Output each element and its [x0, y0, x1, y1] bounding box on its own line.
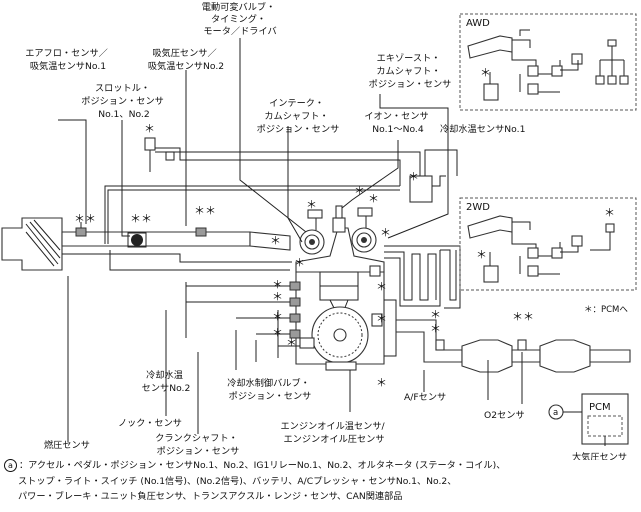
ion-star-b: ＊	[368, 192, 379, 205]
valve-star: ＊	[376, 376, 387, 389]
map-line-1: 吸気圧センサ／	[152, 47, 216, 59]
awd-inset: AWD	[459, 13, 637, 111]
vvt-star: ＊	[306, 198, 317, 211]
valve-line-1: 冷却水制御バルブ・	[227, 377, 310, 389]
coolant2-line-1: 冷却水温	[146, 369, 183, 381]
footnote-line-2: ストップ・ライト・スイッチ (No.1信号)、(No.2信号)、バッテリ、A/C…	[18, 475, 457, 487]
oil-star-1: ＊	[376, 280, 387, 293]
label-coolant-valve: 冷却水制御バルブ・ ポジション・センサ	[227, 377, 313, 402]
label-coolant-1: 冷却水温センサNo.1	[440, 123, 525, 135]
afm-star: ＊＊	[74, 212, 96, 225]
footnote: a：アクセル・ペダル・ポジション・センサNo.1、No.2、IG1リレーNo.1…	[4, 458, 636, 505]
throttle-line-2: ポジション・センサ	[81, 96, 164, 107]
crank-line-1: クランクシャフト・	[155, 433, 238, 444]
label-knock: ノック・センサ	[118, 418, 182, 429]
label-af: A/Fセンサ	[404, 392, 446, 403]
label-o2: O2センサ	[484, 410, 525, 421]
diagram-canvas: AWD ＊ 2WD ＊ ＊ ＊：PCMへ	[1, 1, 637, 463]
incam-line-1: インテーク・	[269, 98, 324, 109]
twowd-inset: 2WD	[459, 197, 637, 291]
label-exhaust-cam: エキゾースト・ カムシャフト・ ポジション・センサ	[369, 53, 452, 90]
oil-line-2: エンジンオイル圧センサ	[283, 434, 384, 445]
throttle-line-3: No.1、No.2	[98, 109, 149, 120]
hose-star: ＊	[144, 122, 155, 135]
pcm-circle-a: a	[553, 408, 558, 418]
coolant-sensor-1-part	[409, 149, 458, 203]
awd-star: ＊	[480, 66, 491, 79]
coolant-hoses	[384, 245, 461, 309]
throttle-line-1: スロットル・	[95, 83, 150, 94]
excam-line-2: カムシャフト・	[376, 66, 440, 77]
pcm-title: PCM	[589, 402, 611, 413]
pcm-box	[548, 393, 629, 446]
footnote-text-1: ：アクセル・ペダル・ポジション・センサNo.1、No.2、IG1リレーNo.1、…	[19, 460, 506, 471]
vvt-line-2: タイミング・	[211, 13, 266, 25]
twowd-title: 2WD	[466, 202, 490, 213]
map-sensor-part	[195, 227, 207, 237]
twowd-star: ＊	[476, 248, 487, 261]
block-star-6: ＊	[286, 336, 297, 349]
label-map: 吸気圧センサ／ 吸気温センサNo.2	[148, 47, 224, 72]
ion-line-2: No.1～No.4	[372, 124, 424, 135]
footnote-marker: a	[4, 459, 17, 472]
intake-cam-star: ＊	[270, 234, 281, 247]
coolant1-star: ＊	[408, 170, 419, 183]
label-afm: エアフロ・センサ／ 吸気温センサNo.1	[25, 48, 111, 72]
throttle-body	[127, 232, 147, 248]
oil-line-1: エンジンオイル温センサ/	[280, 421, 385, 432]
exhaust-cam-star: ＊	[380, 226, 391, 239]
cylinder-head	[295, 205, 385, 273]
label-throttle: スロットル・ ポジション・センサ No.1、No.2	[81, 83, 167, 120]
vvt-line-1: 電動可変バルブ・	[202, 1, 276, 13]
awd-title: AWD	[466, 18, 490, 29]
footnote-line-1: a：アクセル・ペダル・ポジション・センサNo.1、No.2、IG1リレーNo.1…	[4, 458, 636, 474]
air-intake-duct	[1, 217, 291, 271]
map-line-2: 吸気温センサNo.2	[148, 60, 224, 72]
label-vvt-motor: 電動可変バルブ・ タイミング・ モータ／ドライバ	[202, 1, 278, 37]
label-ion: イオン・センサ No.1～No.4	[364, 111, 431, 135]
afm-line-1: エアフロ・センサ／	[25, 48, 108, 59]
af-star-1: ＊	[430, 308, 441, 321]
valve-line-2: ポジション・センサ	[229, 391, 312, 402]
pcm-note: ＊：PCMへ	[584, 305, 628, 315]
afm-line-2: 吸気温センサNo.1	[30, 60, 106, 72]
crank-line-2: ポジション・センサ	[157, 446, 240, 457]
label-coolant-2: 冷却水温 センサNo.2	[142, 369, 191, 394]
twowd-star-2: ＊	[604, 206, 615, 219]
block-star-1: ＊	[294, 256, 305, 269]
map-star: ＊＊	[194, 204, 216, 217]
block-star-4: ＊	[272, 310, 283, 323]
incam-line-3: ポジション・センサ	[257, 124, 340, 135]
ion-star-a: ＊	[354, 184, 365, 197]
label-fuel-pressure: 燃圧センサ	[44, 439, 90, 451]
footnote-line-3: パワー・ブレーキ・ユニット負圧センサ、トランスアクスル・レンジ・センサ、CAN関…	[18, 491, 403, 502]
vvt-line-3: モータ／ドライバ	[203, 26, 276, 37]
oil-star-2: ＊	[376, 312, 387, 325]
block-star-3: ＊	[272, 290, 283, 303]
exhaust-system	[395, 319, 631, 373]
incam-line-2: カムシャフト・	[264, 111, 328, 122]
label-intake-cam: インテーク・ カムシャフト・ ポジション・センサ	[257, 98, 340, 135]
o2-star: ＊＊	[512, 310, 534, 323]
excam-line-3: ポジション・センサ	[369, 79, 452, 90]
excam-line-1: エキゾースト・	[377, 53, 441, 64]
ion-line-1: イオン・センサ	[364, 111, 428, 122]
throttle-star: ＊＊	[130, 212, 152, 225]
af-star-2: ＊	[430, 322, 441, 335]
block-star-2: ＊	[272, 278, 283, 291]
label-crank: クランクシャフト・ ポジション・センサ	[155, 433, 241, 457]
block-star-5: ＊	[272, 326, 283, 339]
label-oil: エンジンオイル温センサ/ エンジンオイル圧センサ	[280, 421, 387, 445]
airflow-sensor-part	[75, 222, 87, 237]
engine-block	[289, 265, 397, 371]
coolant2-line-2: センサNo.2	[142, 383, 191, 394]
